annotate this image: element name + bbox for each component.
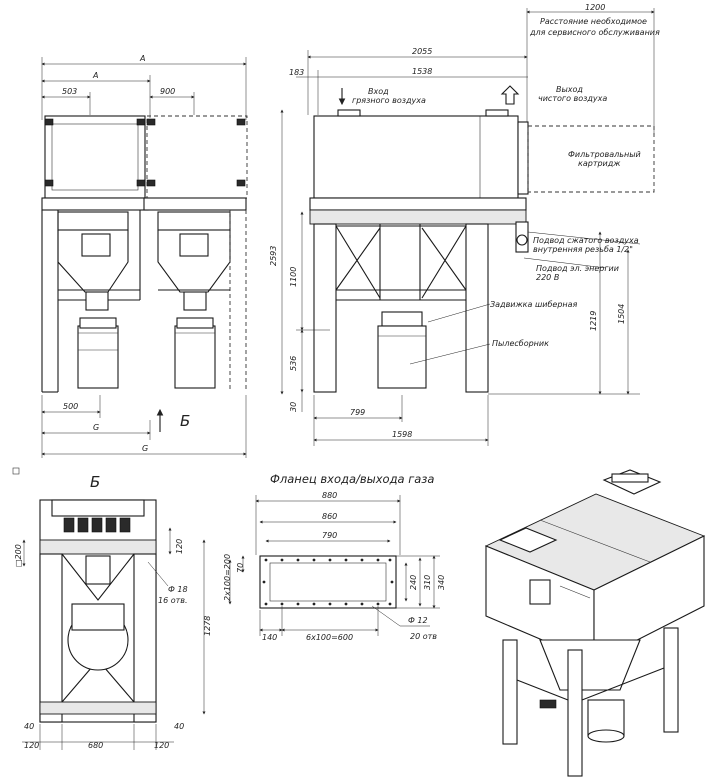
dim-790: 790 <box>322 531 337 540</box>
dim-70: 70 <box>236 563 245 573</box>
power-supply-label-1: Подвод эл. энергии <box>536 264 619 273</box>
dim-a-inner: A <box>92 71 98 80</box>
left-filter-housing <box>44 115 146 199</box>
flange-title: Фланец входа/выхода газа <box>270 472 434 486</box>
dim-860: 860 <box>322 512 337 521</box>
power-supply-label-2: 220 В <box>536 273 559 282</box>
flange-bolt-holes <box>262 558 394 606</box>
air-supply-label-1: Подвод сжатого воздуха <box>533 236 639 245</box>
valve-bank-icon <box>63 517 131 533</box>
dim-120-left: 120 <box>24 741 39 750</box>
dim-120-right: 120 <box>154 741 169 750</box>
cartridge-label-1: Фильтровальный <box>568 150 641 159</box>
dim-503: 503 <box>62 87 77 96</box>
dim-799: 799 <box>350 408 365 417</box>
inlet-label-2: грязного воздуха <box>352 96 426 105</box>
flange-drawing: Фланец входа/выхода газа 880 860 790 70 … <box>223 472 446 642</box>
dim-40-left: 40 <box>24 722 34 731</box>
outlet-label-1: Выход <box>556 85 583 94</box>
dim-2593: 2593 <box>269 246 278 266</box>
dim-6x100: 6х100=600 <box>306 633 353 642</box>
view-b: Б □200 120 Ф 18 16 отв. 1278 40 120 680 … <box>12 467 212 750</box>
dim-340: 340 <box>437 575 446 590</box>
dim-40-right: 40 <box>174 722 184 731</box>
dust-bin-label: Пылесборник <box>492 339 549 348</box>
view-b-title: Б <box>90 473 100 491</box>
dim-1538: 1538 <box>412 67 432 76</box>
right-dust-bin <box>174 325 216 389</box>
dim-1219: 1219 <box>589 311 598 331</box>
service-note-line2: для сервисного обслуживания <box>529 28 660 37</box>
dim-1100: 1100 <box>289 267 298 287</box>
flange-hole-count: 20 отв <box>410 632 437 641</box>
dim-240: 240 <box>409 575 418 590</box>
dim-2x100: 2х100=200 <box>223 554 232 601</box>
dim-140: 140 <box>262 633 277 642</box>
dim-1598: 1598 <box>392 430 412 439</box>
side-view: 1200 Расстояние необходимое для сервисно… <box>269 3 660 446</box>
dim-680: 680 <box>88 741 103 750</box>
gate-valve-label: Задвижка шиберная <box>490 300 578 309</box>
dim-1504: 1504 <box>617 304 626 324</box>
dim-30: 30 <box>289 402 298 412</box>
dim-183: 183 <box>289 68 304 77</box>
service-note-line1: Расстояние необходимое <box>540 17 647 26</box>
filter-cartridge-service-zone <box>527 125 655 193</box>
dim-500: 500 <box>63 402 78 411</box>
outlet-label-2: чистого воздуха <box>538 94 607 103</box>
side-dust-bin <box>377 325 427 389</box>
dim-310: 310 <box>423 575 432 590</box>
dim-200: □200 <box>14 544 23 567</box>
flange-hole-dia: Ф 12 <box>408 616 428 625</box>
left-dust-bin <box>77 325 119 389</box>
dim-g-outer: G <box>142 444 148 453</box>
dim-2055: 2055 <box>412 47 432 56</box>
dim-a-outer: A <box>139 54 145 63</box>
flange-outer <box>259 555 397 609</box>
cartridge-label-2: картридж <box>578 159 621 168</box>
isometric-view <box>484 469 706 777</box>
side-filter-housing <box>313 115 519 199</box>
right-filter-housing <box>146 115 248 199</box>
hole-count: 16 отв. <box>158 596 188 605</box>
view-marker-b: Б <box>180 412 190 430</box>
hole-dia: Ф 18 <box>168 585 188 594</box>
dim-120-top: 120 <box>175 539 184 554</box>
dim-1278: 1278 <box>203 616 212 636</box>
dim-536: 536 <box>289 356 298 371</box>
front-view: A A 503 900 <box>41 54 248 458</box>
dim-g-inner: G <box>93 423 99 432</box>
dim-900: 900 <box>160 87 175 96</box>
air-supply-label-2: внутренняя резьба 1/2" <box>533 245 633 254</box>
dim-1200: 1200 <box>585 3 605 12</box>
inlet-label-1: Вход <box>368 87 389 96</box>
dim-880: 880 <box>322 491 337 500</box>
